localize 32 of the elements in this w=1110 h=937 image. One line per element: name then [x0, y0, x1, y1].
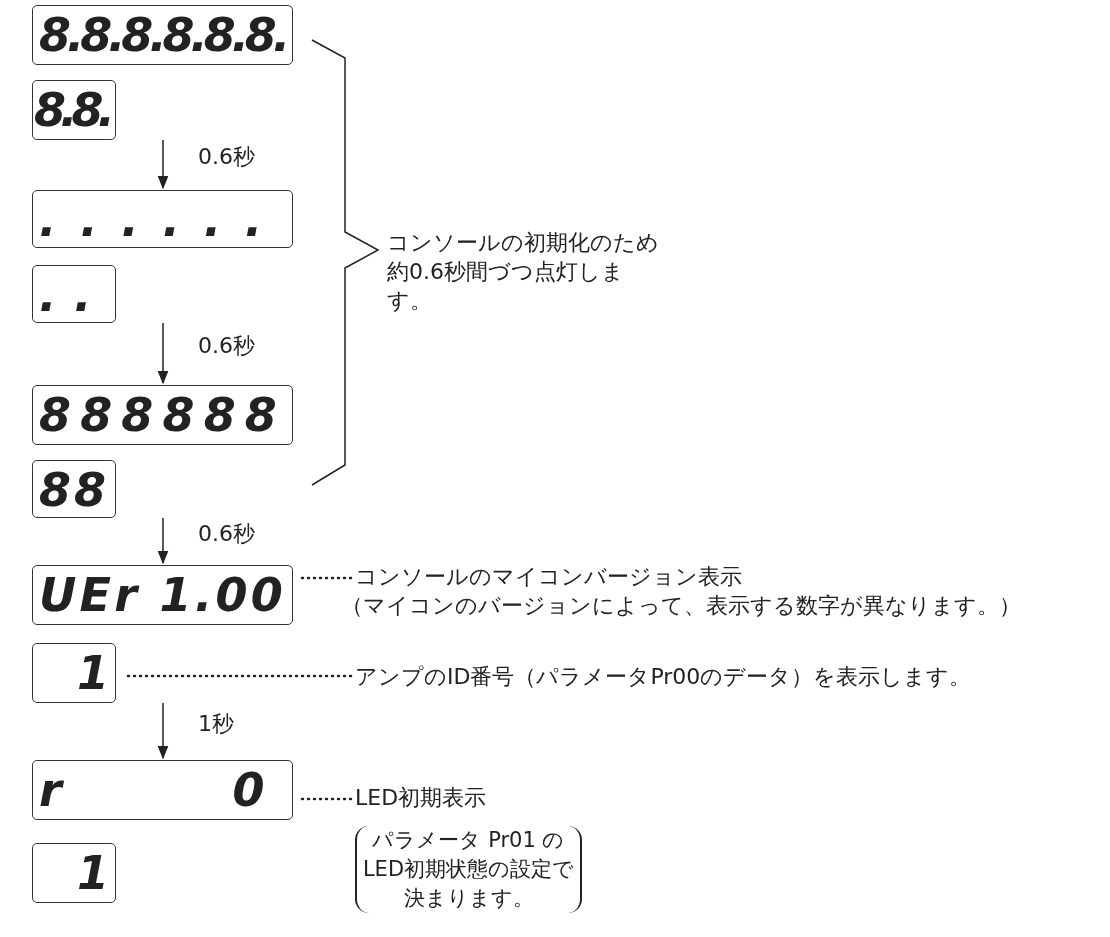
- edge-label: 1秒: [198, 710, 234, 737]
- display-readout: 8.8.8.8.8.8.: [39, 8, 286, 62]
- display-readout: ..: [39, 268, 109, 320]
- arrow: [157, 322, 169, 385]
- parenthesized-note: パラメータ Pr01 のLED初期状態の設定で決まります。: [355, 826, 582, 913]
- note-text: アンプのID番号（パラメータPr00のデータ）を表示します。: [355, 663, 972, 691]
- display-panel: [32, 460, 116, 518]
- arrow: [157, 702, 169, 760]
- edge-label: 0.6秒: [198, 144, 255, 170]
- arrow: [157, 139, 169, 190]
- display-readout: r 0: [39, 763, 286, 817]
- note-text: コンソールのマイコンバージョン表示: [355, 563, 743, 591]
- note-text: （マイコンのバージョンによって、表示する数字が異なります。）: [341, 592, 1021, 620]
- display-readout: 1: [77, 646, 109, 700]
- display-panel: [32, 843, 116, 903]
- display-panel: [32, 190, 293, 248]
- display-readout: 888888: [39, 388, 286, 442]
- display-readout: ......: [39, 193, 286, 245]
- leader-line: [299, 576, 353, 580]
- display-readout: 1: [77, 846, 109, 900]
- note-text: LED初期表示: [355, 784, 487, 812]
- display-readout: UEr 1.00: [39, 568, 286, 622]
- display-readout: 8.8.: [34, 83, 109, 137]
- edge-label: 0.6秒: [198, 333, 255, 359]
- edge-label: 0.6秒: [198, 520, 255, 547]
- display-readout: 88: [39, 463, 109, 515]
- display-panel: [32, 80, 116, 140]
- brace-note: コンソールの初期化のため約0.6秒間づつ点灯します。: [387, 229, 660, 315]
- display-panel: [32, 643, 116, 703]
- arrow: [157, 517, 169, 565]
- leader-line: [299, 797, 353, 801]
- display-panel: [32, 265, 116, 323]
